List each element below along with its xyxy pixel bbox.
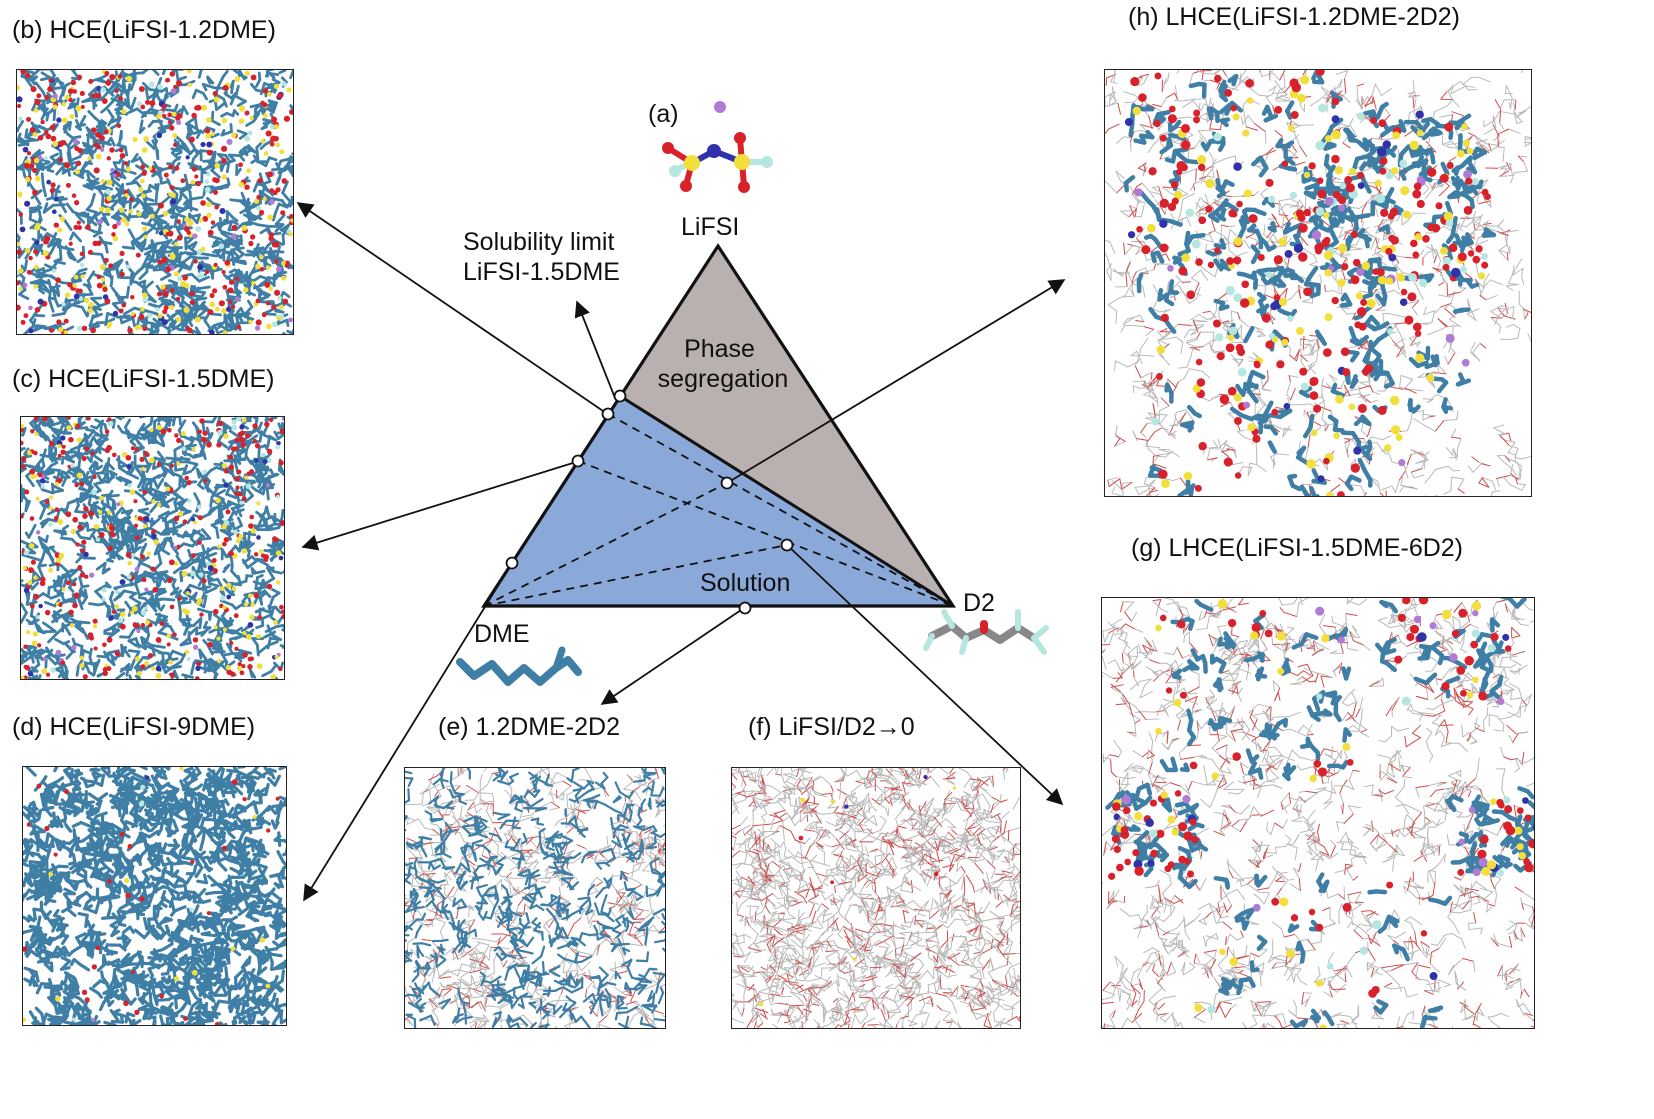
point-lifsi-9dme [505, 556, 519, 570]
d2-molecule-icon [923, 609, 1049, 655]
panel-a-label: (a) [648, 100, 679, 128]
phase-segregation-region [620, 246, 953, 606]
panel-c-label: (c) HCE(LiFSI-1.5DME) [12, 365, 275, 393]
panel-g-molecules [1102, 598, 1534, 1028]
point-solubility-limit [613, 389, 627, 403]
point-lifsi-1p2dme [601, 407, 615, 421]
solubility-boundary-line [619, 394, 954, 608]
panel-g-snapshot [1101, 597, 1535, 1029]
point-lifsi-1p5dme [571, 454, 585, 468]
panel-e-molecules [405, 768, 665, 1028]
solubility-limit-label-line2: LiFSI-1.5DME [463, 258, 620, 286]
panel-e-label: (e) 1.2DME-2D2 [438, 713, 620, 741]
dme-molecule-icon [456, 656, 582, 686]
arrow-to-panel-g [786, 544, 1064, 806]
dme-d2-line-1 [483, 482, 728, 607]
panel-d-molecules [23, 767, 286, 1025]
panel-c-snapshot [20, 416, 285, 680]
panel-f-molecules [732, 768, 1020, 1028]
region-label-phase-line1: Phase [684, 335, 755, 363]
vertex-label-d2: D2 [963, 589, 995, 617]
panel-b-label: (b) HCE(LiFSI-1.2DME) [12, 16, 276, 44]
panel-e-snapshot [404, 767, 666, 1029]
solubility-limit-label-line1: Solubility limit [463, 228, 614, 256]
solution-region [484, 396, 953, 606]
panel-c-molecules [21, 417, 284, 679]
panel-f-snapshot [731, 767, 1021, 1029]
panel-h-molecules [1105, 70, 1531, 496]
panel-b-snapshot [16, 69, 294, 335]
arrow-to-panel-b [296, 202, 607, 414]
dme-d2-line-2 [483, 544, 788, 607]
point-lhce-1p2dme-2d2 [720, 476, 734, 490]
panel-f-label: (f) LiFSI/D2→0 [748, 713, 915, 741]
region-label-phase-line2: segregation [658, 365, 789, 393]
dilution-line-1p5dme [577, 460, 954, 607]
arrow-to-panel-h [726, 279, 1066, 484]
arrow-to-panel-c [301, 461, 577, 551]
panel-h-label: (h) LHCE(LiFSI-1.2DME-2D2) [1128, 3, 1461, 31]
point-dme-d2 [738, 601, 752, 615]
vertex-label-lifsi: LiFSI [681, 213, 739, 241]
panel-d-snapshot [22, 766, 287, 1026]
arrow-to-panel-e [600, 607, 745, 705]
vertex-label-dme: DME [474, 620, 530, 648]
point-lhce-1p5dme-6d2 [780, 538, 794, 552]
panel-b-molecules [17, 70, 293, 334]
dilution-line-1p2dme [607, 413, 954, 607]
arrow-to-solubility-label [574, 300, 616, 399]
panel-d-label: (d) HCE(LiFSI-9DME) [12, 713, 256, 741]
lifsi-molecule-icon [662, 101, 773, 193]
panel-g-label: (g) LHCE(LiFSI-1.5DME-6D2) [1131, 534, 1464, 562]
ternary-triangle-outline [481, 243, 956, 608]
region-label-solution: Solution [700, 569, 790, 597]
panel-h-snapshot [1104, 69, 1532, 497]
arrow-to-panel-d [303, 562, 513, 902]
